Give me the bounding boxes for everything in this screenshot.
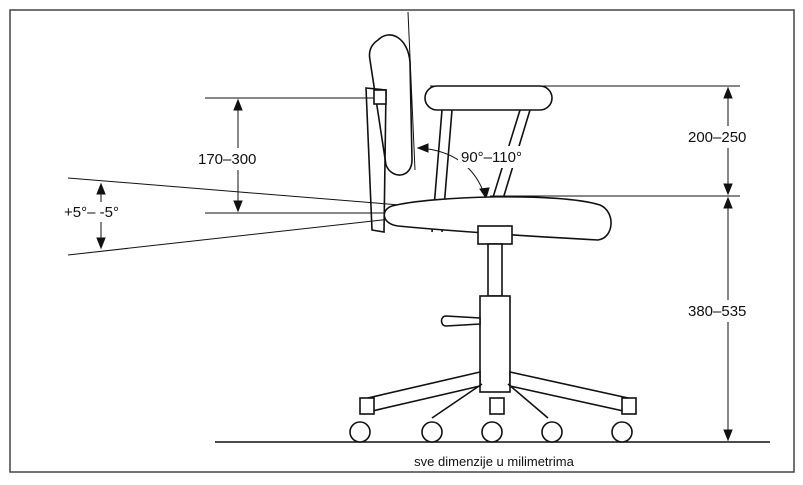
tilt-lower-line	[67, 217, 401, 256]
seat-mechanism	[477, 225, 513, 245]
height-adjust-lever	[440, 315, 481, 327]
chair-seat	[383, 195, 612, 241]
seat-tilt-label: +5°– -5°	[64, 204, 119, 221]
caster-mount	[359, 397, 375, 415]
arrowhead	[723, 183, 733, 196]
caster-wheel	[541, 421, 563, 443]
dimension-arrows	[96, 86, 733, 442]
backrest-axis-line	[407, 11, 416, 171]
arrowhead	[416, 143, 429, 153]
arrowhead	[96, 237, 106, 250]
base-leg	[367, 370, 481, 414]
seat-height-label: 380–535	[688, 303, 746, 320]
backrest-bracket	[373, 89, 387, 105]
label-bg	[196, 148, 278, 170]
backrest-height-label: 170–300	[198, 151, 256, 168]
caster-mount	[489, 397, 505, 415]
caster-wheel	[611, 421, 633, 443]
backrest-angle-label: 90°–110°	[461, 149, 522, 166]
arrowhead	[96, 182, 106, 195]
arrowhead	[723, 196, 733, 209]
arrowhead	[723, 429, 733, 442]
chair-backrest	[368, 34, 413, 176]
chair-armrest	[424, 85, 553, 111]
arrowhead	[233, 200, 243, 213]
arrowhead	[479, 187, 490, 200]
label-bg	[62, 202, 144, 222]
caster-mount	[621, 397, 637, 415]
arrowhead	[723, 86, 733, 99]
label-bg	[686, 300, 770, 322]
caster-wheel	[481, 421, 503, 443]
caster-wheel	[349, 421, 371, 443]
label-bg	[686, 126, 770, 148]
office-chair-drawing	[349, 34, 637, 443]
tilt-upper-line	[67, 177, 401, 206]
base-leg	[431, 383, 549, 419]
reference-lines	[67, 11, 740, 256]
gas-lift-column	[487, 243, 503, 297]
diagram-caption: sve dimenzije u milimetrima	[414, 454, 574, 469]
caster-wheel	[421, 421, 443, 443]
arrowhead	[233, 98, 243, 111]
diagram-frame	[9, 9, 795, 473]
gas-lift-cylinder	[479, 295, 511, 393]
label-bg	[458, 146, 544, 168]
armrest-height-label: 200–250	[688, 129, 746, 146]
base-leg	[509, 371, 629, 413]
